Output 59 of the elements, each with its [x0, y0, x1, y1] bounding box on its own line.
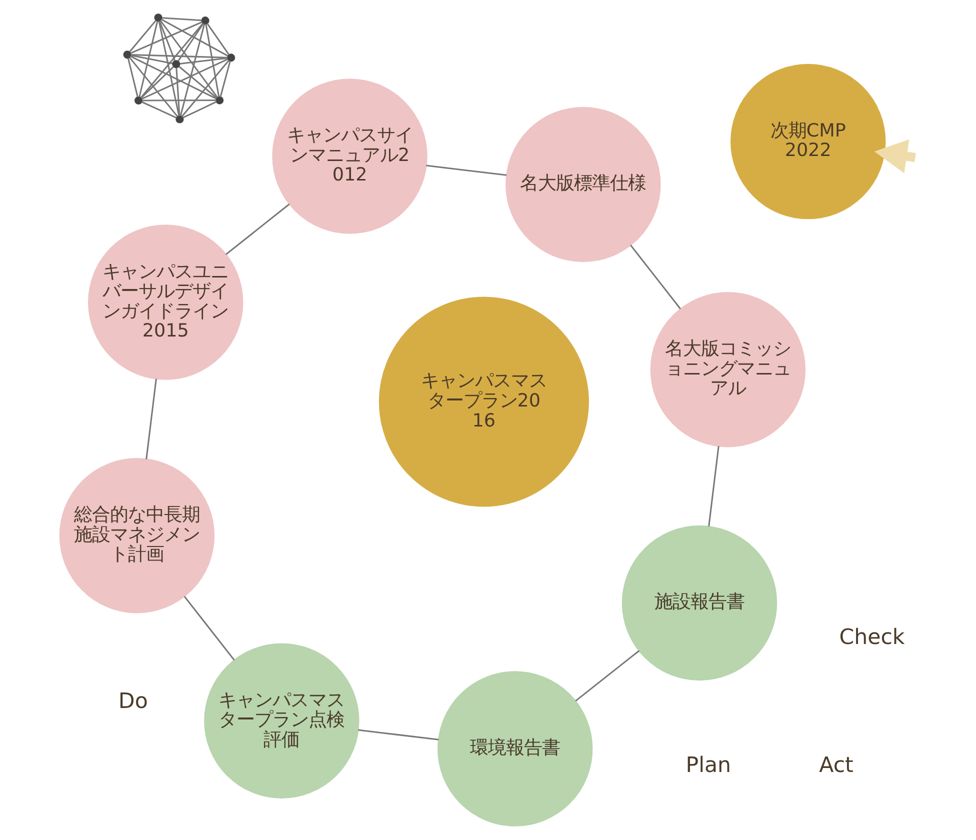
connector [219, 60, 230, 98]
label: Act [818, 752, 853, 778]
arrow [874, 139, 916, 174]
node-circle [175, 115, 184, 124]
node-circle [200, 16, 209, 25]
node-circle: 施設報告書 [621, 525, 777, 681]
node-circle: 次期CMP 2022 [730, 64, 886, 220]
connector [629, 244, 680, 310]
connector [140, 66, 174, 99]
connector [126, 58, 138, 98]
connector [160, 18, 228, 57]
node-circle [154, 14, 162, 22]
connector [140, 101, 176, 118]
connector [178, 66, 217, 98]
node-circle [172, 60, 180, 68]
connector [142, 100, 216, 102]
connector [128, 56, 178, 118]
connector [158, 21, 180, 116]
node-circle: 環境報告書 [436, 671, 592, 826]
connector [130, 56, 216, 100]
node-circle: 名大版標準仕様 [505, 106, 660, 262]
connector [180, 60, 229, 118]
connector [224, 204, 290, 256]
node-circle: キャンパスサインマニュアル2012 [272, 78, 427, 234]
connector [175, 68, 180, 116]
connector [145, 378, 156, 460]
connector [140, 58, 228, 100]
connector [206, 22, 230, 56]
node-circle: キャンパスマスタープラン2016 [378, 296, 588, 507]
connector [161, 17, 202, 22]
connector [179, 57, 228, 64]
connector [182, 101, 216, 118]
node-circle [134, 96, 142, 104]
connector [140, 22, 204, 98]
connector [130, 21, 202, 54]
connector [158, 21, 176, 61]
connector [138, 21, 158, 98]
connector [358, 729, 438, 740]
node-circle [215, 96, 224, 104]
connector [574, 650, 640, 702]
node-circle [122, 50, 131, 59]
connector [130, 54, 227, 58]
connector [183, 596, 234, 661]
node-circle: 総合的な中長期施設マネジメント計画 [58, 458, 214, 614]
connector [159, 20, 218, 98]
connector [426, 164, 506, 176]
label: Plan [685, 752, 731, 778]
label: Check [838, 625, 904, 650]
connector [204, 24, 220, 98]
connector [708, 446, 719, 526]
connector [128, 20, 156, 52]
node-circle: キャンパスユニバーサルデザインガイドライン2015 [87, 224, 243, 380]
connector [179, 24, 205, 116]
connector [176, 23, 204, 62]
node-circle: キャンパスマスタープラン点検評価 [204, 643, 359, 798]
label: Do [118, 688, 148, 714]
connector [130, 54, 172, 64]
node-circle: 名大版コミッショニングマニュアル [650, 292, 806, 448]
node-circle [226, 54, 235, 62]
